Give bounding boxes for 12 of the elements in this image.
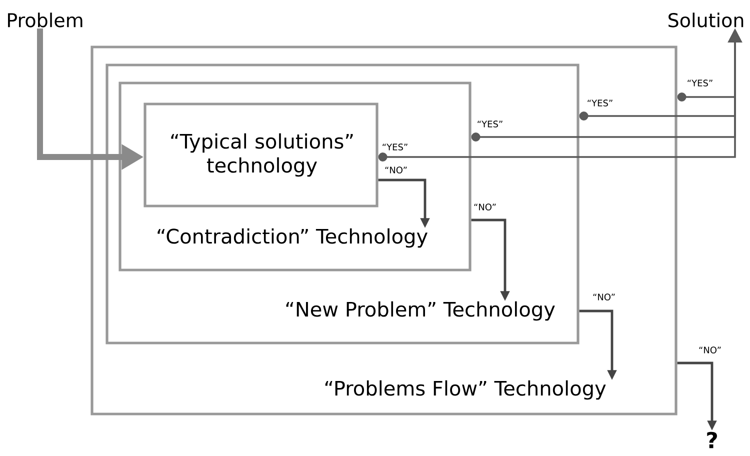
edge-label: “NO” bbox=[385, 166, 407, 174]
edge-label: “YES” bbox=[688, 80, 712, 86]
text-label: Solution bbox=[668, 12, 744, 28]
edge-label: “NO” bbox=[699, 346, 721, 354]
process-box: “Typical solutions” technology bbox=[144, 102, 378, 208]
edge-label: “NO” bbox=[474, 204, 496, 210]
edge-label: “YES” bbox=[588, 100, 612, 106]
edge-label: “YES” bbox=[382, 144, 408, 150]
edge-label: “YES” bbox=[478, 120, 502, 128]
text-label: Problem bbox=[8, 12, 82, 28]
edge-label: “NO” bbox=[593, 294, 615, 300]
question-mark: ? bbox=[707, 432, 717, 448]
